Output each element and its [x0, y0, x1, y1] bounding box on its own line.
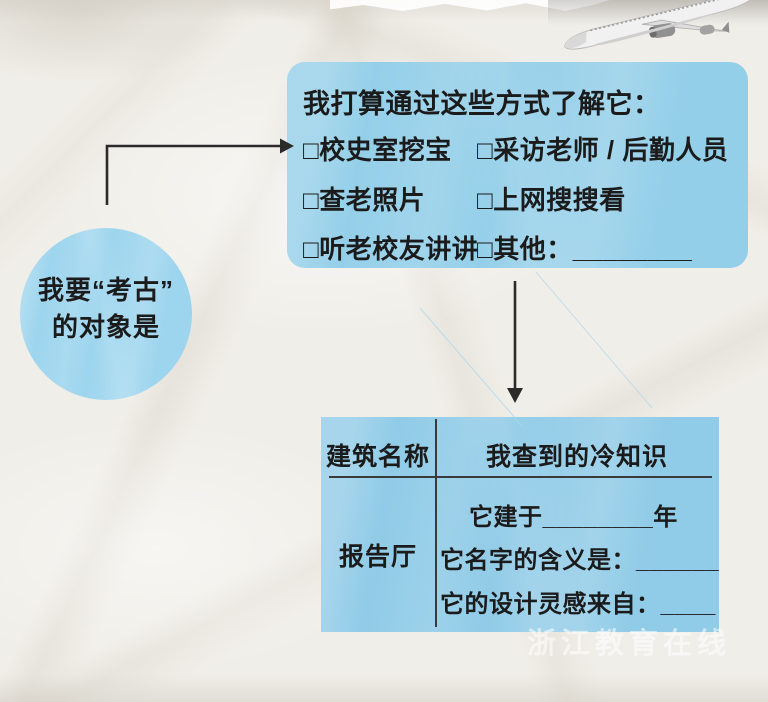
option-school-history-room: □校史室挖宝: [303, 135, 452, 165]
table-header-divider: [329, 476, 712, 478]
fact-name-meaning-blank: 它名字的含义是：______: [440, 547, 720, 574]
table-header-building-name: 建筑名称: [325, 443, 430, 471]
table-cell-building-name: 报告厅: [338, 543, 417, 571]
paper-scratch-line: [535, 271, 653, 409]
topic-circle-line2: 的对象是: [51, 312, 160, 342]
table-header-facts: 我查到的冷知识: [485, 443, 668, 471]
elbow-arrow-right-icon: [105, 138, 294, 205]
option-interview-staff: □采访老师 / 后勤人员: [477, 135, 729, 165]
topic-circle: 我要“考古” 的对象是: [20, 228, 192, 400]
topic-circle-line1: 我要“考古”: [37, 275, 174, 305]
airplane-icon: [563, 0, 755, 50]
site-watermark: 浙江教育在线: [527, 628, 732, 660]
fact-built-year-blank: 它建于________年: [469, 504, 678, 531]
table-column-divider: [435, 419, 437, 627]
arrow-down-icon: [507, 281, 523, 403]
option-alumni-stories: □听老校友讲讲: [303, 234, 479, 264]
option-other-blank: □其他：________: [477, 234, 693, 264]
fact-design-inspiration-blank: 它的设计灵感来自：____: [440, 591, 716, 618]
paper-scratch-line: [419, 307, 523, 427]
methods-panel: 我打算通过这些方式了解它： □校史室挖宝 □采访老师 / 后勤人员 □查老照片 …: [287, 62, 748, 268]
option-search-online: □上网搜搜看: [477, 185, 626, 215]
option-old-photos: □查老照片: [303, 185, 426, 215]
torn-paper-edge: [330, 0, 610, 11]
building-facts-table: 建筑名称 我查到的冷知识 报告厅 它建于________年 它名字的含义是：__…: [321, 417, 719, 632]
methods-title: 我打算通过这些方式了解它：: [303, 89, 661, 119]
